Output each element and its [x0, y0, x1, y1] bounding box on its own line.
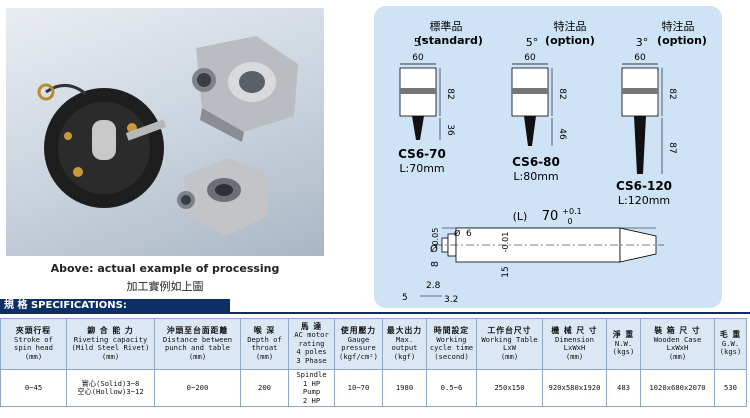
cell-net-weight: 483 — [606, 369, 641, 407]
cell-cycle-time: 0.5~6 — [426, 369, 477, 407]
option-sub: (standard) — [417, 34, 483, 47]
cell-working-table: 250x150 — [476, 369, 543, 407]
cell-throat: 200 — [240, 369, 289, 407]
body-tolerance: -0.01 — [501, 232, 510, 253]
product-photo — [6, 8, 324, 256]
cell-distance: 0~200 — [154, 369, 241, 407]
punch-length-tol-upper: +0.1 — [562, 207, 581, 216]
option-width: 60 — [524, 53, 536, 63]
table-row: 0~45 實心(Solid)3~8 空心(Hollow)3~12 0~200 2… — [0, 369, 747, 407]
cell-riveting-capacity: 實心(Solid)3~8 空心(Hollow)3~12 — [66, 369, 155, 407]
option-body-length: 82 — [557, 88, 567, 99]
body-diameter: 15 — [501, 266, 511, 277]
cell-wooden-case: 1020x680x2070 — [640, 369, 715, 407]
tip-angle: 5 — [402, 293, 408, 303]
photo-caption-zh: 加工實例如上圖 — [126, 280, 204, 293]
punch-length-label: (L) — [513, 210, 528, 223]
cell-dimension: 920x580x1920 — [542, 369, 607, 407]
tip-diameter: 6 — [466, 229, 472, 239]
option-model: CS6-80 — [512, 155, 560, 169]
option-tip-length: 87 — [667, 142, 677, 153]
option-width: 60 — [634, 53, 646, 63]
cell-stroke: 0~45 — [0, 369, 67, 407]
option-width: 60 — [412, 53, 424, 63]
option-body-length: 82 — [445, 88, 455, 99]
option-80: 特注品 (option) 5° 60 82 46 CS6-80 L:80mm — [511, 19, 595, 183]
technical-drawing-panel: 標準品 (standard) 5° 60 82 36 CS6-70 L:70mm… — [374, 6, 722, 308]
option-standard: 標準品 (standard) 5° 60 82 36 CS6-70 L:70mm — [398, 19, 483, 175]
option-sub: (option) — [657, 34, 707, 47]
option-label: 特注品 — [662, 19, 695, 33]
riveted-parts-illustration — [37, 36, 298, 236]
option-angle: 5° — [526, 36, 539, 49]
punch-length-value: 70 — [542, 209, 559, 224]
cell-motor: Spindle 1 HP Pump 2 HP — [288, 369, 335, 407]
option-length: L:120mm — [618, 194, 670, 207]
specifications-title: 規 格 SPECIFICATIONS: — [0, 299, 230, 312]
option-label: 特注品 — [554, 19, 587, 33]
option-sub: (option) — [545, 34, 595, 47]
punch-side-view: (L) 70 +0.1 0 8 -0.05 Ø Ø 6 15 -0.01 2.8… — [402, 207, 664, 305]
option-120: 特注品 (option) 3° 60 82 87 CS6-120 L:120mm — [616, 19, 707, 207]
option-angle: 3° — [636, 36, 649, 49]
shank-tolerance: -0.05 — [431, 228, 440, 249]
tip-length-a: 2.8 — [426, 281, 441, 291]
cell-pressure: 10~70 — [334, 369, 383, 407]
option-model: CS6-120 — [616, 179, 672, 193]
shank-diameter: 8 — [430, 261, 441, 267]
cell-gross-weight: 530 — [714, 369, 747, 407]
option-length: L:70mm — [399, 162, 444, 175]
option-tip-length: 36 — [445, 124, 455, 136]
tip-length-b: 3.2 — [444, 295, 458, 305]
option-model: CS6-70 — [398, 147, 446, 161]
punch-length-tol-lower: 0 — [567, 217, 572, 226]
option-body-length: 82 — [667, 88, 677, 99]
diameter-symbol: Ø — [430, 243, 438, 255]
option-label: 標準品 — [430, 19, 463, 33]
cell-max-output: 1980 — [382, 369, 427, 407]
photo-caption-en: Above: actual example of processing — [50, 262, 280, 275]
punch-drawing: 標準品 (standard) 5° 60 82 36 CS6-70 L:70mm… — [398, 19, 707, 305]
option-tip-length: 46 — [557, 128, 567, 140]
option-length: L:80mm — [513, 170, 558, 183]
option-angle: 5° — [414, 36, 427, 49]
specifications-divider — [0, 312, 750, 314]
tip-diameter-symbol: Ø — [454, 228, 460, 238]
